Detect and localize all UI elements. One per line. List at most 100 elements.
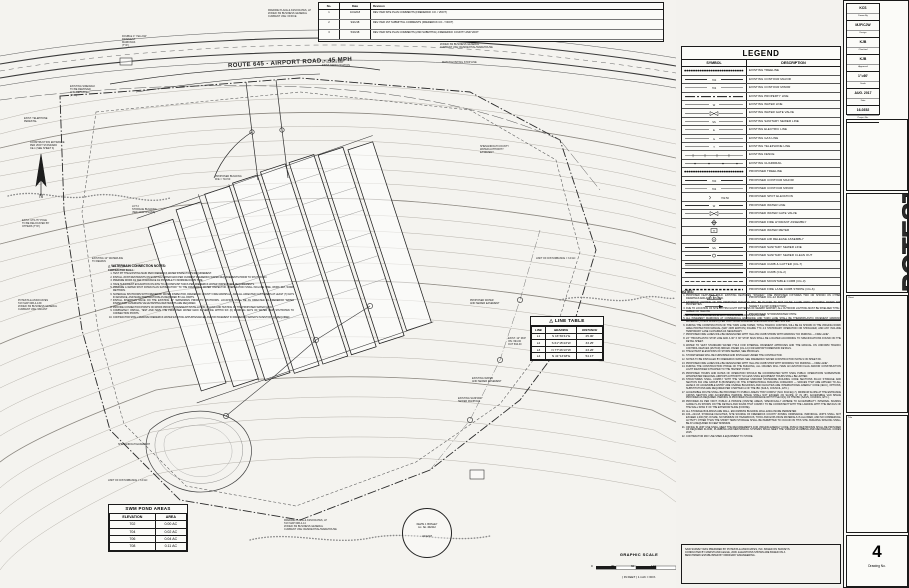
firm-website: www.potesta.com [862,119,864,120]
revision-row: 3 5/16/18 REV. PER SITE PLAN COMMENTS (2… [319,30,663,40]
map-callout: EXISTING SANITARY SEWER MANHOLE [458,397,483,403]
client-label: Client [848,297,854,299]
note-item: PROPOSED FIRE LANES WILL BE DESIGNATED W… [686,334,841,337]
legend-row: W EXISTING WATER LINE [682,101,840,110]
svg-text:M: M [713,231,715,233]
legend-description: EXISTING WATER LINE [749,102,783,106]
legend-row: PROPOSED STORMWATER PIPE [682,311,840,320]
svg-text:T: T [713,145,715,149]
note-item: DURING THE CONSTRUCTION OF THE TURN LANE… [686,324,841,334]
svg-text:G: G [713,137,715,141]
legend-row: PROPOSED WATER GATE VALVE [682,210,840,219]
legend-description: PROPOSED CURB (CG-2) [749,270,787,275]
legend-symbol-line-g: G [682,134,747,143]
legend-description: PROPOSED MOUNTABLE CURB (CG-3) [749,278,806,283]
stamp-key: Date [847,98,879,103]
svg-text:W: W [713,103,716,107]
legend-description: PROPOSED CONTOUR MINOR [749,186,794,191]
survey-note-line-2: CONDUCTED BY MARSH AND LEGGE, 2006. ELEV… [685,551,786,554]
legend-col-symbol: SYMBOL [682,60,747,67]
legend-panel: LEGEND SYMBOL DESCRIPTION EXISTING TREEL… [681,46,841,321]
svg-text:700: 700 [712,179,717,183]
legend-row: EXISTING PROPERTY LINE [682,92,840,101]
revision-text: REV. PER 1ST SUBMITTAL COMMENTS (FREDERI… [373,21,454,24]
svg-text:E: E [713,128,715,132]
legend-symbol-hydrant [682,218,747,227]
note-item: STRUCTURES SHALL COMPLY WITH THE VIRGINI… [686,378,841,390]
map-callout: EXISTING SIDEWALK TO BE REMOVED AND REPL… [70,85,96,97]
map-callout: SHENANDOAH EASEMENT [118,443,151,446]
stamp-value: AUG. 2017 [854,91,872,95]
map-callout: FREDDIE PLACE & ASSOCIATES, LP TAX MAP 6… [284,519,337,531]
graphic-scale-label: GRAPHIC SCALE [619,552,659,557]
legend-symbol-water-meter: M [682,227,747,235]
legend-description: PROPOSED CG-12 RAMP [749,295,786,300]
watermain-note-item: INSTALL INSERTION VALVE ON THE EXISTING … [113,299,294,306]
watermain-note-item: COMPLETELY INSTALL, TEST AND HAVE THE PR… [113,309,294,316]
legend-symbol-curb-mount [682,277,747,285]
watermain-note-item: CONTRACTOR SHALL REMOVE FREDERICK WATER … [113,316,294,320]
legend-row: EXISTING WATER GATE VALVE [682,109,840,118]
site-plan-drawing[interactable]: N FREDDIE PLACE & ASSOCIATES, LP ZONED: … [0,0,676,588]
stamp-row: KJB Approved [847,55,879,72]
map-callout: DOUBLE 4" YELLOW PAVEMENT MARKINGS (TYP.… [122,35,147,47]
legend-description: EXISTING TREELINE [749,68,780,73]
swm-cell: 0.11 AC [154,542,188,551]
legend-col-description: DESCRIPTION [781,61,806,66]
map-callout: POTESTA & ASSOCIATES TAX MAP 64B-4-13D Z… [18,299,58,311]
watermain-notes-block: △ WATERMAIN CONNECTION NOTES: CONTRACTOR… [108,264,294,320]
swm-cell: 702 [109,520,156,529]
legend-symbol-contour-minor-prop: 702 [682,185,747,193]
drawing-number: 4 [872,542,882,561]
legend-description: EXISTING CONTOUR MAJOR [749,76,791,81]
legend-symbol-property-line [682,92,747,100]
svg-text:702.50: 702.50 [721,195,729,199]
map-callout: FREDDIE PLACE & ASSOCIATES, LP ZONED: B2… [268,9,312,18]
legend-symbol-treeline-prop [682,168,747,176]
watermain-note-item: PREPARE WORK AS FAR IN ADVANCE AS POSSIB… [113,279,294,283]
line-table-cell: 23.26' [576,345,603,354]
legend-symbol-treeline [682,67,747,75]
note-item: PROPOSED FEATURES BOLD. EXISTING FEATURE… [686,294,841,301]
legend-row: EXISTING GUARDRAIL [682,159,840,169]
stamp-value: 16-0352 [856,108,870,112]
scale-tick: 0 [591,564,593,568]
svg-text:700: 700 [712,78,717,82]
watermain-notes-subtitle: CONTRACTOR SHALL: [108,269,135,272]
legend-row: PROPOSED CURB & GUTTER (CG-7) [682,260,840,270]
project-title-block: Title SITE PLAN AIRPORT ROAD SELF STORAG… [846,415,908,533]
legend-symbol-line-ss: SS [682,117,747,126]
line-table-cell: 25.00' [576,332,603,341]
revision-date: 9/21/18 [340,20,371,29]
legend-symbol-cg12-ramp [682,294,747,302]
legend-description: EXISTING WATER GATE VALVE [749,110,795,115]
legend-symbol-firelane [682,285,747,294]
swm-header-cell: ELEVATION [109,512,156,522]
line-table-cell: L4 [531,352,546,360]
line-table-cell: S 61°15'44"W [544,339,578,347]
title-label: Title [848,417,853,419]
line-table-title: △ LINE TABLE [531,317,603,326]
scale-tick: 60 [631,564,635,568]
legend-description: PROPOSED FIRE LANE CURB STRIPE (CG-6) [749,286,815,291]
legend-description: PROPOSED STORMWATER PIPE [749,312,797,317]
line-table-title-text: LINE TABLE [554,318,585,323]
stamp-row: KCS Drawn By [847,4,879,21]
legend-symbol-line-w-prop: W [682,201,747,210]
stamp-row: 16-0352 Project No. [847,106,879,123]
legend-row: EXISTING TREELINE [682,67,840,76]
map-callout: CONSTRUCTION ENTRANCE PER VDOT STANDARD … [30,141,65,150]
svg-text:A: A [713,238,715,241]
legend-row: PROPOSED FIRE LANE CURB STRIPE (CG-6) [682,285,840,295]
stamp-row: AUG. 2017 Date [847,89,879,106]
stamp-key: Checked [847,47,879,52]
